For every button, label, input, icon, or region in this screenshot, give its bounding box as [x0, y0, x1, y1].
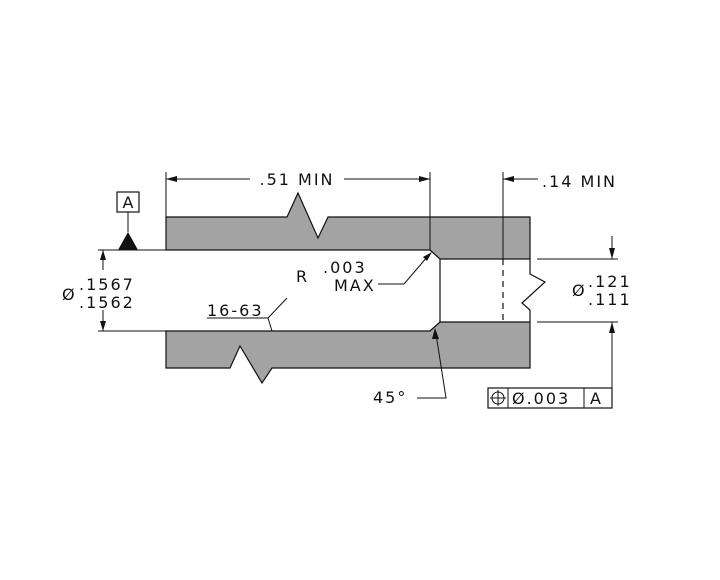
position-icon	[490, 390, 506, 406]
surface-finish-text: 16-63	[207, 301, 264, 320]
counterbore-depth-dimension: .14 MIN	[502, 172, 617, 259]
fcf-tolerance: Ø.003	[512, 389, 570, 408]
bore-dia-min: .1562	[79, 293, 135, 312]
bore-dia-max: .1567	[79, 275, 135, 294]
datum-feature-a: A	[116, 191, 140, 250]
radius-callout: R .003 MAX	[296, 252, 432, 295]
counterbore-depth-text: .14 MIN	[542, 172, 617, 191]
radius-prefix: R	[296, 267, 309, 286]
bore-length-dimension: .51 MIN	[165, 170, 431, 250]
bottom-wall	[165, 321, 531, 385]
bore-dia-symbol: Ø	[62, 285, 77, 304]
bore-length-text: .51 MIN	[259, 170, 334, 189]
small-dia-min: .111	[588, 290, 632, 309]
top-wall	[165, 191, 531, 260]
radius-suffix: MAX	[334, 276, 376, 295]
part-section	[165, 191, 547, 385]
datum-letter: A	[123, 193, 134, 212]
break-line-right	[521, 259, 547, 322]
feature-control-frame: Ø.003 A	[487, 387, 613, 409]
chamfer-callout: 45°	[373, 328, 447, 407]
fcf-datum: A	[590, 389, 603, 408]
datum-triangle	[118, 232, 138, 250]
surface-finish-callout: 16-63	[207, 297, 288, 332]
small-dia-max: .121	[588, 272, 632, 291]
small-diameter-dimension: Ø .121 .111	[537, 236, 632, 405]
chamfer-angle-text: 45°	[373, 388, 407, 407]
small-dia-symbol: Ø	[572, 281, 587, 300]
bore-diameter-dimension: Ø .1567 .1562	[62, 249, 166, 332]
radius-value: .003	[323, 258, 367, 277]
